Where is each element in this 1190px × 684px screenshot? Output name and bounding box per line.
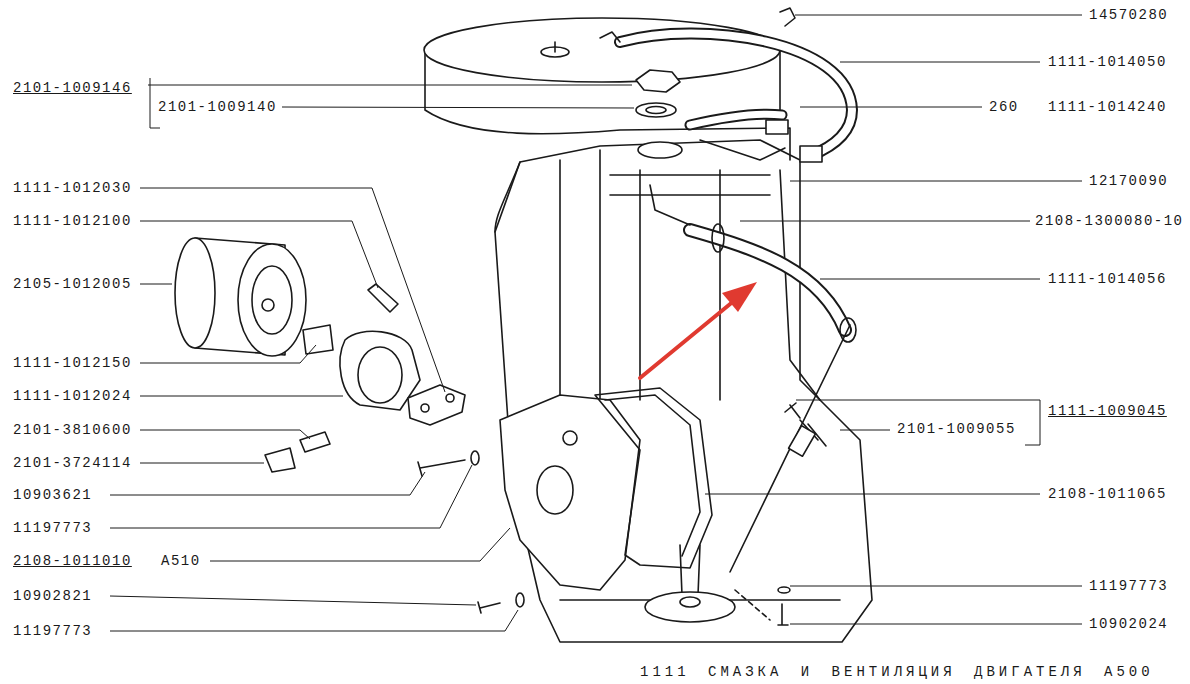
part-number: 1111-1012100 (12, 212, 133, 230)
part-number: 2101-3810600 (12, 421, 133, 439)
part-number: 11197773 (1088, 577, 1169, 595)
part-number: 11197773 (12, 519, 93, 537)
part-number: 10902821 (12, 587, 93, 605)
part-number: 1111-1012024 (12, 387, 133, 405)
part-number: 2101-1009140 (157, 98, 278, 116)
part-number: 2108-1300080-10 (1034, 212, 1185, 230)
part-number: 1111-1012030 (12, 179, 133, 197)
part-number: 1111-1014050 (1047, 53, 1168, 71)
part-number: 12170090 (1088, 172, 1169, 190)
part-number: 2105-1012005 (12, 275, 133, 293)
part-number: 2101-3724114 (12, 454, 133, 472)
sheet-caption: 1111 СМАЗКА И ВЕНТИЛЯЦИЯ ДВИГАТЕЛЯ А500 (640, 663, 1154, 681)
part-number: 1111-1014056 (1047, 270, 1168, 288)
part-number: А510 (160, 552, 202, 570)
part-number: 1111-1014240 (1047, 98, 1168, 116)
part-number: 14570280 (1088, 6, 1169, 24)
part-number: 1111-1012150 (12, 354, 133, 372)
part-number: 10903621 (12, 486, 93, 504)
part-number: 260 (988, 98, 1020, 116)
part-number: 2101-1009146 (12, 79, 133, 97)
part-number: 1111-1009045 (1047, 402, 1168, 420)
part-number: 10902024 (1088, 615, 1169, 633)
part-number: 11197773 (12, 622, 93, 640)
part-number: 2108-1011065 (1047, 485, 1168, 503)
part-number: 2101-1009055 (896, 420, 1017, 438)
part-number: 2108-1011010 (12, 552, 133, 570)
